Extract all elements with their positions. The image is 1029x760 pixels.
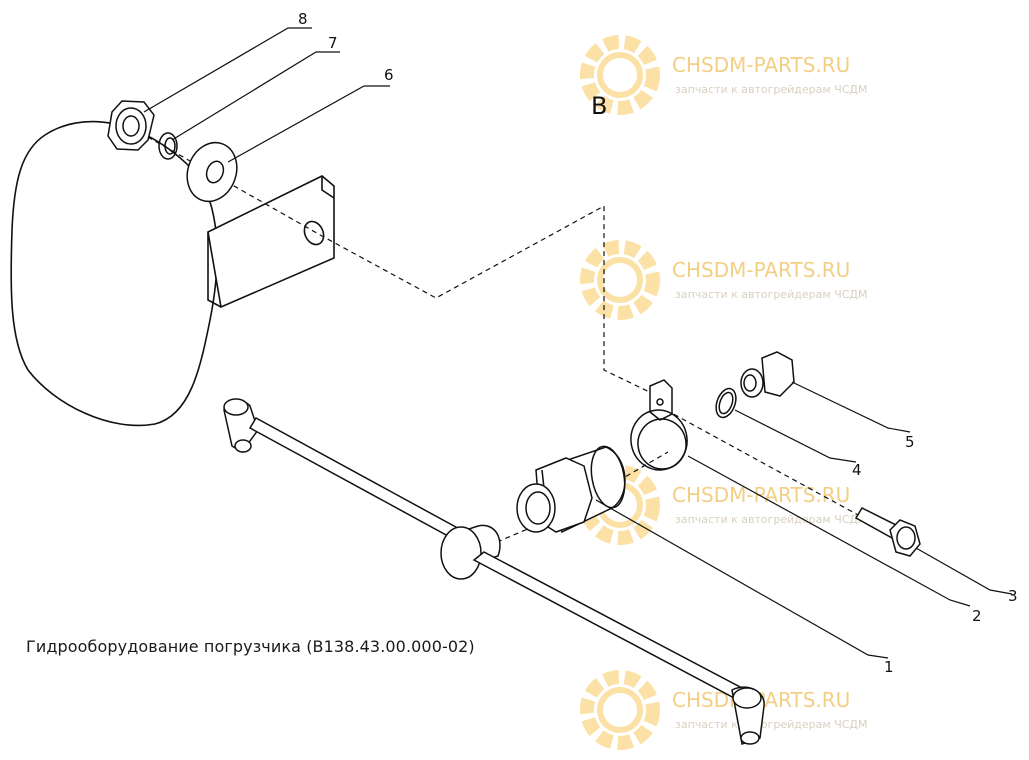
part-5-fitting [740,351,795,398]
assembly-axes [131,127,861,543]
watermark-title: CHSDM-PARTS.RU [672,483,850,507]
callout-6: 6 [384,66,394,84]
part-1-tube [223,398,765,745]
leader-lines [143,27,1013,659]
watermark-subtitle: запчасти к автогрейдерам ЧСДМ [675,288,868,301]
callout-5: 5 [905,433,915,451]
part-2-clamp [630,379,688,471]
housing [10,120,218,427]
callout-1: 1 [884,658,894,676]
watermark-title: CHSDM-PARTS.RU [672,258,850,282]
watermark-logo: CHSDM-PARTS.RU запчасти к автогрейдерам … [580,465,868,545]
part-7-spring-washer [158,132,178,160]
watermark-subtitle: запчасти к автогрейдерам ЧСДМ [675,718,868,731]
callout-3: 3 [1008,587,1018,605]
watermark-logo: CHSDM-PARTS.RU запчасти к автогрейдерам … [580,35,868,115]
part-4-o-ring [715,387,737,419]
callout-7: 7 [328,34,338,52]
part-6-flat-washer [186,141,238,203]
view-letter: В [591,92,607,120]
callout-8: 8 [298,10,308,28]
watermark-title: CHSDM-PARTS.RU [672,53,850,77]
watermark-subtitle: запчасти к автогрейдерам ЧСДМ [675,513,868,526]
bracket-plate [207,175,335,309]
watermark-subtitle: запчасти к автогрейдерам ЧСДМ [675,83,868,96]
part-3-bolt [854,507,921,557]
diagram-caption: Гидрооборудование погрузчика (В138.43.00… [26,637,475,656]
part-8-nut [107,100,155,151]
callout-4: 4 [852,461,862,479]
part-1-hose-fitting [516,445,626,534]
callout-2: 2 [972,607,982,625]
watermark-logo: CHSDM-PARTS.RU запчасти к автогрейдерам … [580,240,868,320]
